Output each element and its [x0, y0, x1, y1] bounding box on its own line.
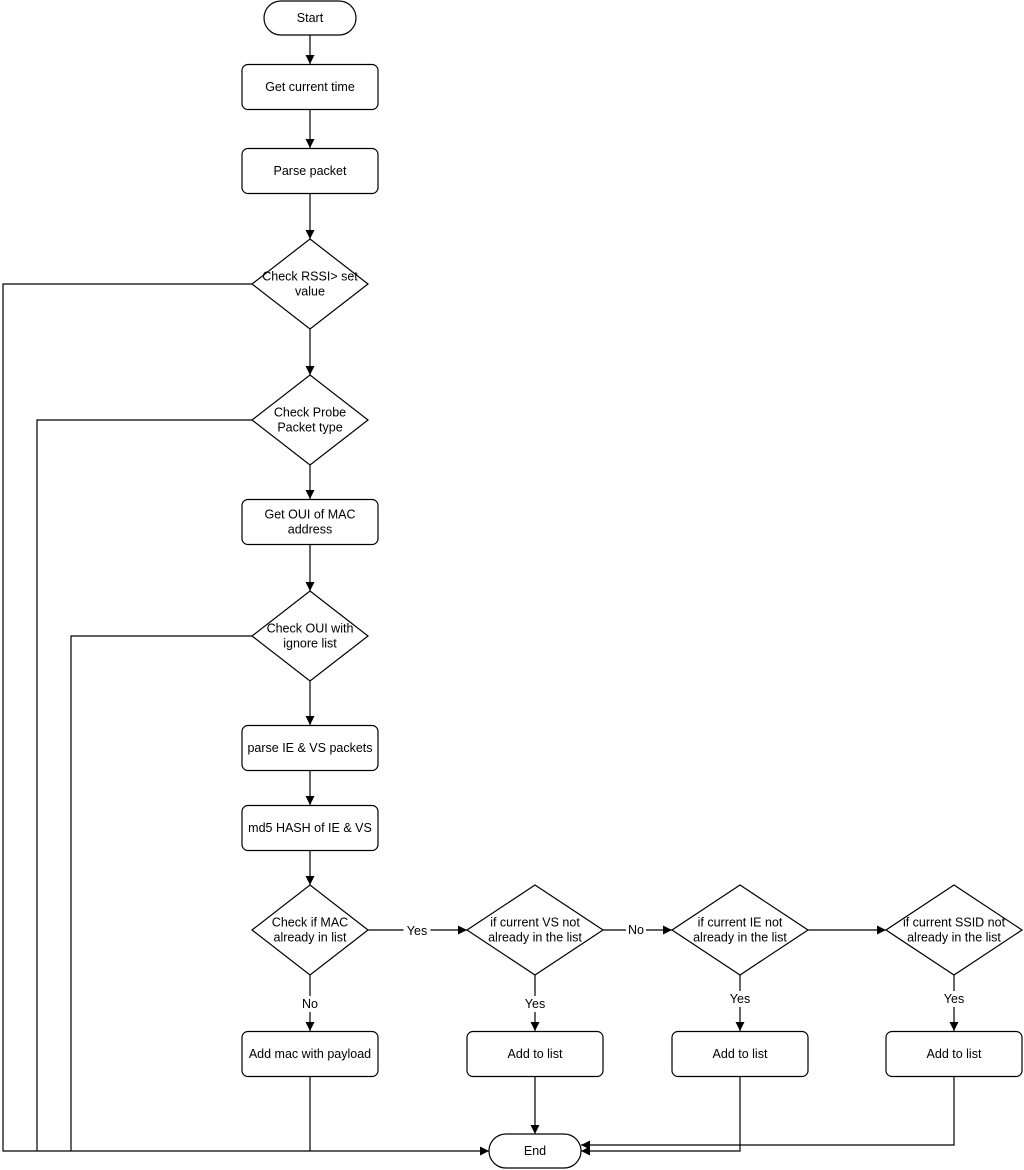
- node-label: ignore list: [283, 637, 337, 651]
- edge-label-text: No: [302, 997, 318, 1011]
- node-add-ssid: Add to list: [885, 1030, 1023, 1078]
- decision-shape: [465, 884, 605, 976]
- process-shape: [241, 724, 379, 772]
- process-shape: [241, 804, 379, 852]
- terminal-shape: [263, 0, 357, 36]
- node-label: if current VS not: [490, 916, 580, 930]
- node-start: Start: [263, 0, 357, 36]
- node-label: End: [524, 1144, 546, 1158]
- edge-label-check-ssid-to-add-ssid: Yes: [940, 991, 968, 1007]
- node-label: Check Probe: [274, 406, 346, 420]
- edge-check-oui-to-end: [70, 635, 252, 1151]
- node-add-vs: Add to list: [466, 1030, 604, 1078]
- node-label: Get OUI of MAC: [265, 508, 356, 522]
- node-label: Add mac with payload: [249, 1047, 371, 1061]
- decision-shape: [251, 884, 369, 976]
- node-label: Check if MAC: [272, 916, 348, 930]
- node-parse-packet: Parse packet: [241, 147, 379, 195]
- node-label: Start: [297, 11, 324, 25]
- edge-label-bg: [626, 922, 646, 938]
- edge-label-text: Yes: [730, 992, 750, 1006]
- node-get-time: Get current time: [241, 63, 379, 111]
- node-label: Parse packet: [274, 164, 347, 178]
- node-label: address: [288, 523, 332, 537]
- node-label: md5 HASH of IE & VS: [248, 821, 372, 835]
- edge-label-text: Yes: [944, 992, 964, 1006]
- edge-add-ssid-to-end: [581, 1077, 955, 1150]
- decision-shape: [670, 884, 810, 976]
- edge-add-ie-to-end: [581, 1077, 741, 1156]
- process-shape: [466, 1030, 604, 1078]
- edge-check-rssi-to-end: [2, 283, 489, 1156]
- node-label: Get current time: [265, 80, 355, 94]
- node-label: already in the list: [488, 931, 582, 945]
- node-add-mac: Add mac with payload: [241, 1030, 379, 1078]
- edges-layer: [2, 35, 959, 1156]
- decision-shape: [251, 590, 369, 682]
- node-add-ie: Add to list: [671, 1030, 809, 1078]
- edge-label-check-ie-to-add-ie: Yes: [726, 991, 754, 1007]
- edge-label-text: No: [628, 923, 644, 937]
- edge-label-bg: [403, 923, 431, 939]
- node-label: already in the list: [693, 931, 787, 945]
- node-label: if current SSID not: [903, 916, 1006, 930]
- node-label: already in the list: [907, 931, 1001, 945]
- edge-label-check-mac-to-add-mac: No: [300, 996, 320, 1012]
- node-label: already in list: [274, 931, 347, 945]
- edge-label-check-mac-to-check-vs: Yes: [403, 923, 431, 939]
- edge-label-text: Yes: [407, 924, 427, 938]
- node-label: Add to list: [927, 1047, 982, 1061]
- node-label: value: [295, 285, 325, 299]
- node-label: Check RSSI> set: [262, 270, 358, 284]
- node-md5-hash: md5 HASH of IE & VS: [241, 804, 379, 852]
- process-shape: [241, 147, 379, 195]
- terminal-shape: [488, 1133, 582, 1169]
- node-label: if current IE not: [698, 916, 783, 930]
- node-end: End: [488, 1133, 582, 1169]
- edge-label-check-vs-to-check-ie: No: [626, 922, 646, 938]
- process-shape: [671, 1030, 809, 1078]
- process-shape: [885, 1030, 1023, 1078]
- process-shape: [241, 1030, 379, 1078]
- edge-label-bg: [940, 991, 968, 1007]
- decision-shape: [251, 238, 369, 330]
- edge-label-text: Yes: [525, 997, 545, 1011]
- edge-label-bg: [300, 996, 320, 1012]
- edge-label-check-vs-to-add-vs: Yes: [521, 996, 549, 1012]
- decision-shape: [251, 374, 369, 466]
- edge-label-bg: [726, 991, 754, 1007]
- node-label: Packet type: [277, 421, 342, 435]
- decision-shape: [884, 884, 1024, 976]
- node-label: Add to list: [713, 1047, 768, 1061]
- node-label: Check OUI with: [267, 622, 354, 636]
- node-label: Add to list: [508, 1047, 563, 1061]
- node-parse-ie-vs: parse IE & VS packets: [241, 724, 379, 772]
- process-shape: [241, 498, 379, 546]
- node-label: parse IE & VS packets: [247, 741, 372, 755]
- edge-check-probe-to-end: [36, 419, 252, 1151]
- edge-label-bg: [521, 996, 549, 1012]
- process-shape: [241, 63, 379, 111]
